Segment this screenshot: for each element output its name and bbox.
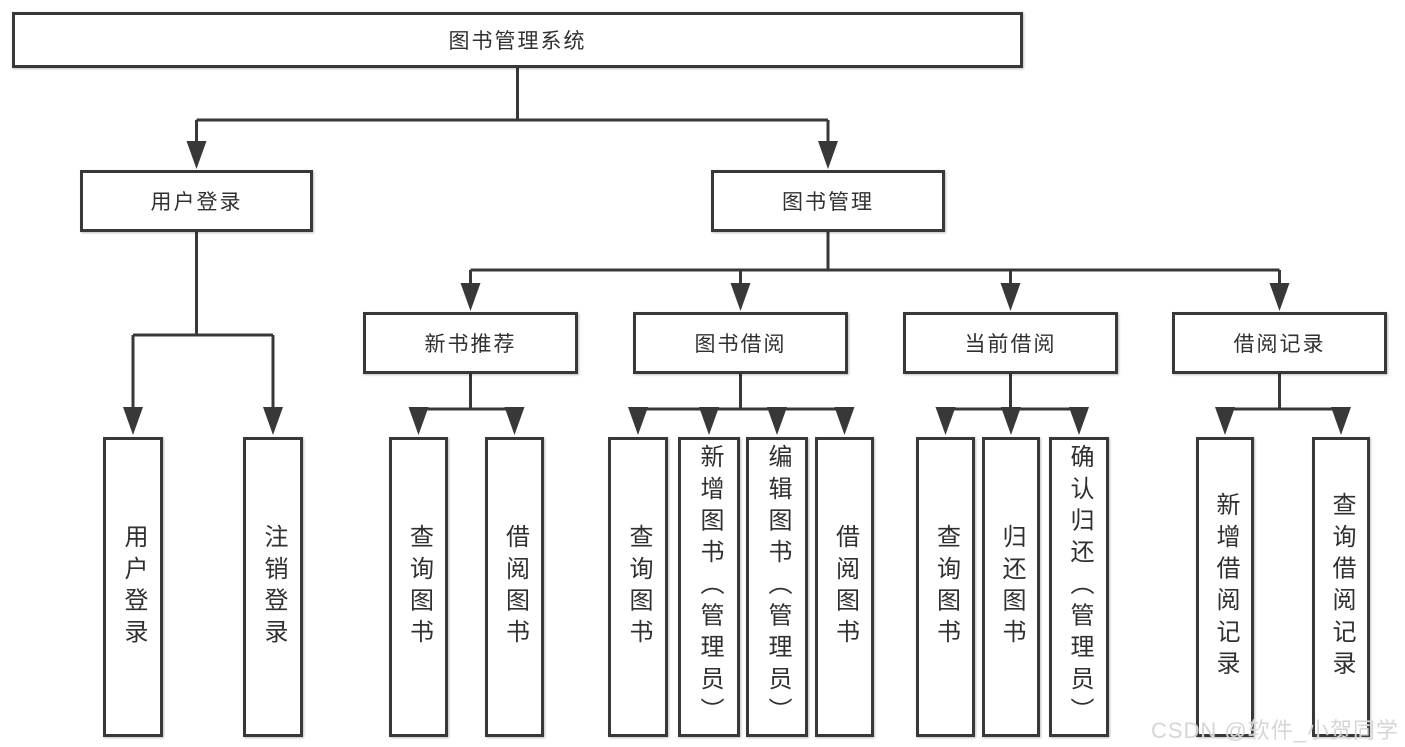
leaf-label: 注销登录 [260, 523, 287, 651]
leaf-label: 查询图书 [625, 523, 652, 651]
leaf-label: 借阅图书 [501, 523, 529, 651]
node-new-book-recommendation: 新书推荐 [363, 312, 578, 374]
connector-root-to-level2 [186, 68, 838, 169]
leaf-label: 新增图书（管理员） [696, 444, 723, 730]
leaf-label: 编辑图书（管理员） [764, 444, 791, 730]
leaf-query-borrow-record: 查询借阅记录 [1312, 437, 1370, 737]
connector-borrowing-records-to-leaves [1215, 374, 1351, 435]
connector-new-book-recommendation-to-leaves [408, 374, 525, 435]
connector-user-login-to-leaves [123, 232, 283, 435]
leaf-label: 新增借阅记录 [1212, 491, 1239, 683]
node-user-login: 用户登录 [80, 170, 313, 232]
leaf-label: 借阅图书 [831, 523, 859, 651]
leaf-label: 查询图书 [932, 523, 960, 651]
leaf-edit-book-admin: 编辑图书（管理员） [746, 437, 808, 737]
leaf-add-book-admin: 新增图书（管理员） [678, 437, 740, 737]
leaf-return-books: 归还图书 [982, 437, 1040, 737]
connector-current-borrowing-to-leaves [935, 374, 1089, 435]
leaf-label: 归还图书 [998, 523, 1025, 651]
leaf-user-login: 用户登录 [103, 437, 163, 737]
leaf-label: 确认归还（管理员） [1066, 444, 1093, 730]
leaf-confirm-return-admin: 确认归还（管理员） [1049, 437, 1109, 737]
leaf-query-books-recommend: 查询图书 [389, 437, 448, 737]
leaf-query-books-current: 查询图书 [916, 437, 975, 737]
node-current-borrowing: 当前借阅 [903, 312, 1118, 374]
leaf-label: 查询图书 [405, 523, 433, 651]
connector-book-management-to-level3 [460, 232, 1290, 311]
leaf-label: 查询借阅记录 [1328, 491, 1355, 683]
node-borrowing-records: 借阅记录 [1172, 312, 1387, 374]
csdn-watermark: CSDN @软件_小贺同学 [1150, 718, 1399, 743]
connector-book-borrowing-to-leaves [628, 374, 855, 435]
node-library-system-root: 图书管理系统 [12, 12, 1023, 68]
node-book-management: 图书管理 [711, 170, 945, 232]
leaf-add-borrow-record: 新增借阅记录 [1196, 437, 1254, 737]
leaf-borrow-books: 借阅图书 [815, 437, 874, 737]
leaf-borrow-books-recommend: 借阅图书 [485, 437, 544, 737]
leaf-logout: 注销登录 [243, 437, 303, 737]
leaf-query-books-borrowing: 查询图书 [608, 437, 668, 737]
leaf-label: 用户登录 [120, 523, 147, 651]
node-book-borrowing: 图书借阅 [633, 312, 848, 374]
